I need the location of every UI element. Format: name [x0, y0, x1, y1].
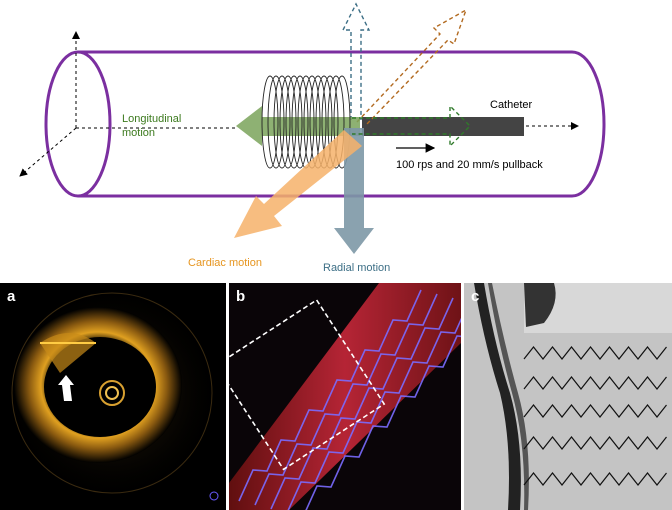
- stent-strut-line: [254, 293, 438, 506]
- panel-c-longitudinal-view: c: [464, 283, 672, 510]
- stent-strut-line: [305, 335, 461, 510]
- panel-b-3d-render: b: [229, 283, 461, 510]
- coil-loop: [291, 75, 309, 169]
- white-arrow-icon: [58, 375, 74, 401]
- panel-b-letter: b: [236, 288, 246, 305]
- stent-strut-line: [270, 297, 454, 510]
- coil-loop: [333, 75, 351, 169]
- render-image: [229, 283, 461, 510]
- panel-c-letter: c: [471, 288, 480, 305]
- catheter-body: [362, 117, 524, 136]
- strut-row: [523, 436, 667, 450]
- oct-image: [4, 285, 220, 501]
- cardiac-motion-arrow: [234, 130, 362, 238]
- coil-loop: [279, 75, 297, 169]
- radial-dashed-arrow: [341, 2, 371, 120]
- selection-box: [229, 298, 386, 471]
- vessel-tube: [44, 50, 606, 198]
- strut-row: [523, 472, 667, 486]
- coil-loop: [267, 75, 285, 169]
- pullback-dashed-arrow: [352, 104, 471, 148]
- longitudinal-image: [464, 283, 672, 510]
- strut-row: [523, 376, 667, 390]
- panel-a-letter: a: [7, 288, 16, 305]
- stent-strut-line: [238, 289, 422, 502]
- strut-row: [523, 404, 667, 418]
- cardiac-label: Cardiac motion: [188, 257, 262, 269]
- radial-label: Radial motion: [323, 262, 390, 274]
- coil-loop: [273, 75, 291, 169]
- catheter-label: Catheter: [490, 99, 533, 111]
- coil-loop: [327, 75, 345, 169]
- pullback-label: 100 rps and 20 mm/s pullback: [396, 159, 543, 171]
- coil-loop: [285, 75, 303, 169]
- panel-a-oct-cross-section: a: [0, 283, 226, 510]
- coil-loop: [261, 75, 279, 169]
- longitudinal-label: Longitudinal: [122, 113, 181, 125]
- oblique-dashed-arrow: [356, 8, 468, 127]
- longitudinal-label-2: motion: [122, 127, 155, 139]
- coordinate-axes: [19, 31, 236, 177]
- motion-schematic: Longitudinal motion Catheter 100 rps and…: [19, 2, 606, 274]
- strut-row: [523, 346, 667, 360]
